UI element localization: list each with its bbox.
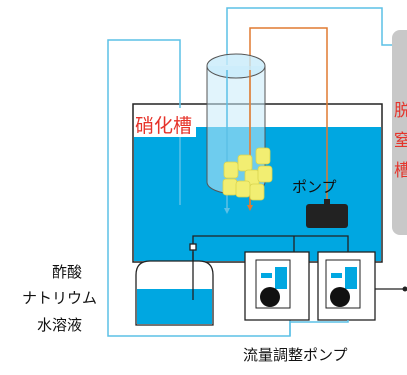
denitrification-label-2: 窒 bbox=[394, 131, 407, 151]
denitrification-label-3: 槽 bbox=[394, 161, 407, 181]
acetate-label-3: 水溶液 bbox=[37, 316, 82, 334]
flow-pump-label: 流量調整ポンプ bbox=[243, 346, 348, 364]
flow-pump-2 bbox=[318, 252, 407, 320]
nitrification-tank-label: 硝化槽 bbox=[135, 115, 192, 137]
acetate-label-2: ナトリウム bbox=[22, 289, 97, 307]
denitrification-tank: 脱 窒 槽 bbox=[392, 30, 407, 235]
pump-link-pipe bbox=[290, 320, 348, 336]
pump-label: ポンプ bbox=[292, 178, 337, 196]
denitrification-label-1: 脱 bbox=[394, 101, 407, 121]
acetate-label-1: 酢酸 bbox=[52, 263, 82, 281]
flow-pump-1 bbox=[245, 252, 309, 320]
acetate-tank bbox=[136, 252, 213, 325]
cylinder-reactor bbox=[207, 54, 272, 214]
